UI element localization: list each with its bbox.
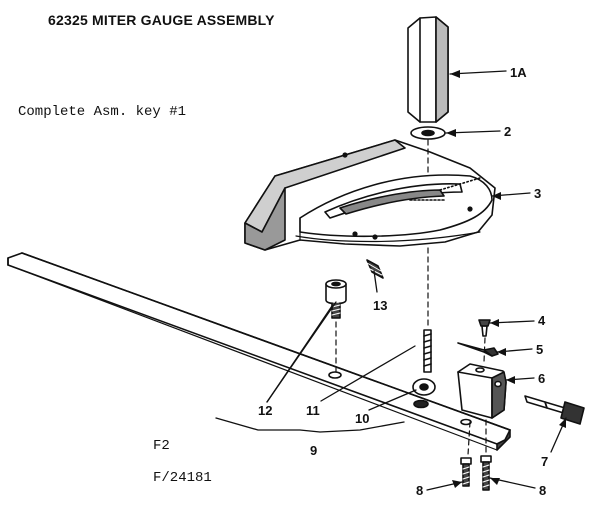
figure-code: F2 [153,438,170,454]
callout-2: 2 [504,124,511,139]
callout-1a: 1A [510,65,527,80]
callout-9: 9 [310,443,317,458]
miter-gauge-body [244,139,496,251]
assembly-centerlines [335,139,487,456]
handle-knob [407,16,449,123]
callout-7: 7 [541,454,548,469]
callout-6: 6 [538,371,545,386]
stop-block [457,363,507,419]
callout-4: 4 [538,313,546,328]
pivot-washer [412,378,436,396]
callout-8-right: 8 [539,483,546,498]
screw-left [460,457,472,487]
pointer-screw [478,319,491,337]
assembly-note: Complete Asm. key #1 [18,104,187,120]
callout-12: 12 [258,403,272,418]
socket-head-screw [325,279,347,319]
callout-8-left: 8 [416,483,423,498]
thumb-screw [524,395,585,425]
washer [410,126,446,140]
figure-number: F/24181 [153,470,212,486]
miter-bar [7,252,511,451]
arrowheads [446,70,566,488]
pivot-screw [423,329,432,373]
callout-5: 5 [536,342,543,357]
leader-lines [215,70,567,491]
callout-11: 11 [306,403,320,418]
diagram-title: 62325 MITER GAUGE ASSEMBLY [48,12,275,28]
callout-13: 13 [373,298,387,313]
set-screw [366,259,384,279]
screw-right [480,455,492,491]
pointer [457,342,499,357]
callout-3: 3 [534,186,541,201]
callout-10: 10 [355,411,369,426]
